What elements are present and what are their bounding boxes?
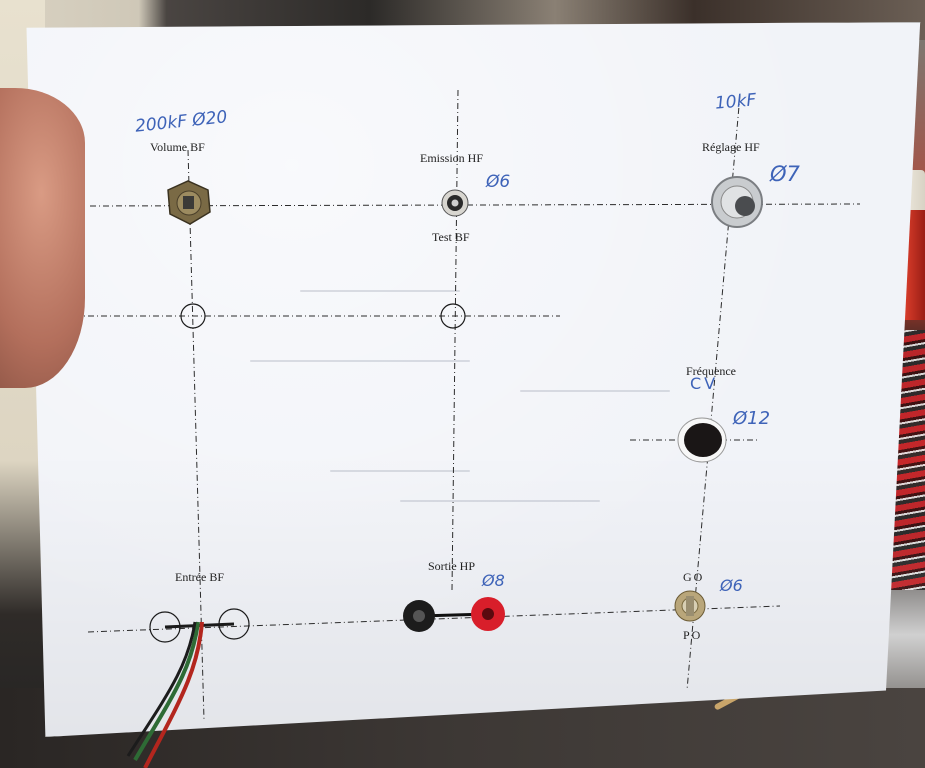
label-entree-bf: Entrée BF (175, 570, 224, 584)
note-emission-dia: Ø6 (486, 172, 511, 192)
note-freq-dia: Ø12 (733, 408, 771, 429)
note-freq-cv: CV (690, 374, 719, 393)
green-cable (133, 621, 200, 762)
hole-marker (180, 303, 206, 329)
guide-line-left (187, 149, 205, 721)
note-reglage-dia: Ø7 (770, 162, 800, 186)
label-volume-bf: Volume BF (150, 140, 205, 154)
hole-marker (440, 303, 466, 329)
emission-switch (441, 189, 469, 217)
guide-line-bottom (87, 605, 781, 633)
paper-wrinkle (400, 500, 600, 502)
guide-line-center (451, 89, 459, 591)
paper-wrinkle (330, 470, 470, 472)
label-po: PO (683, 628, 703, 642)
guide-line-right (686, 94, 741, 691)
red-cable (143, 621, 204, 768)
frequence-hole (677, 417, 727, 463)
sortie-jacks (403, 597, 505, 632)
label-frequence: Fréquence (686, 364, 736, 378)
hand-thumb (0, 88, 85, 388)
note-reglage: 10kF (714, 90, 758, 114)
note-sortie-dia: Ø8 (482, 571, 505, 590)
label-emission-hf: Emission HF (420, 151, 484, 165)
label-sortie-hp: Sortie HP (428, 559, 476, 573)
label-test-bf: Test BF (432, 230, 470, 244)
note-switch-dia: Ø6 (720, 576, 743, 595)
paper-wrinkle (300, 290, 460, 292)
label-go: GO (683, 570, 705, 584)
gopo-switch (674, 590, 706, 622)
paper-wrinkle (250, 360, 470, 362)
paper-wrinkle (520, 390, 670, 392)
black-cable (126, 621, 197, 757)
volume-pot (167, 180, 211, 225)
reglage-pot (711, 176, 763, 228)
label-reglage-hf: Réglage HF (702, 140, 760, 154)
